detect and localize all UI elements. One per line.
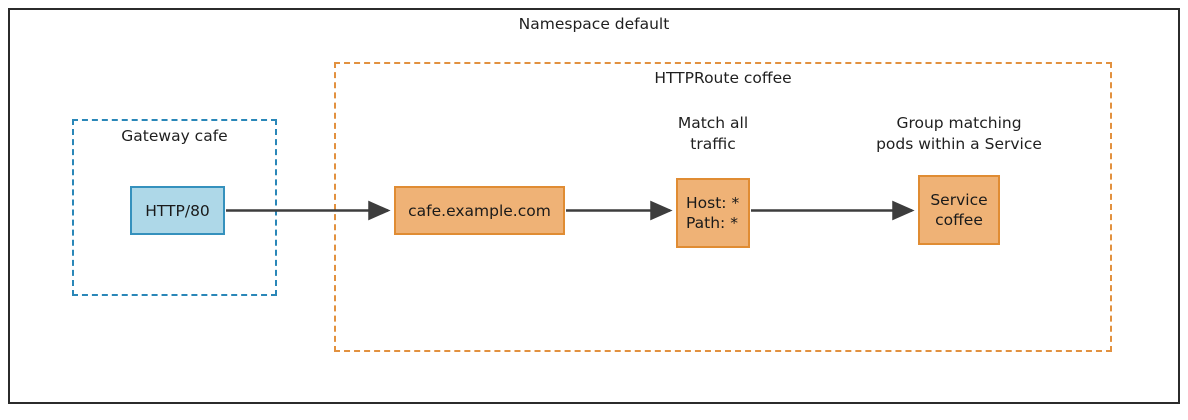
httproute-label: HTTPRoute coffee xyxy=(654,69,792,87)
caption-match-all-traffic: Match all traffic xyxy=(677,114,749,153)
caption-group-matching-pods: Group matching pods within a Service xyxy=(876,114,1042,153)
namespace-label: Namespace default xyxy=(518,15,670,33)
node-hostname[interactable]: cafe.example.com xyxy=(394,186,565,235)
gateway-boundary xyxy=(72,119,277,296)
node-service-coffee[interactable]: Service coffee xyxy=(918,175,1000,245)
httproute-boundary xyxy=(334,62,1112,352)
node-match-rules[interactable]: Host: * Path: * xyxy=(676,178,750,248)
node-listener-http-80[interactable]: HTTP/80 xyxy=(130,186,225,235)
gateway-label: Gateway cafe xyxy=(121,127,228,145)
